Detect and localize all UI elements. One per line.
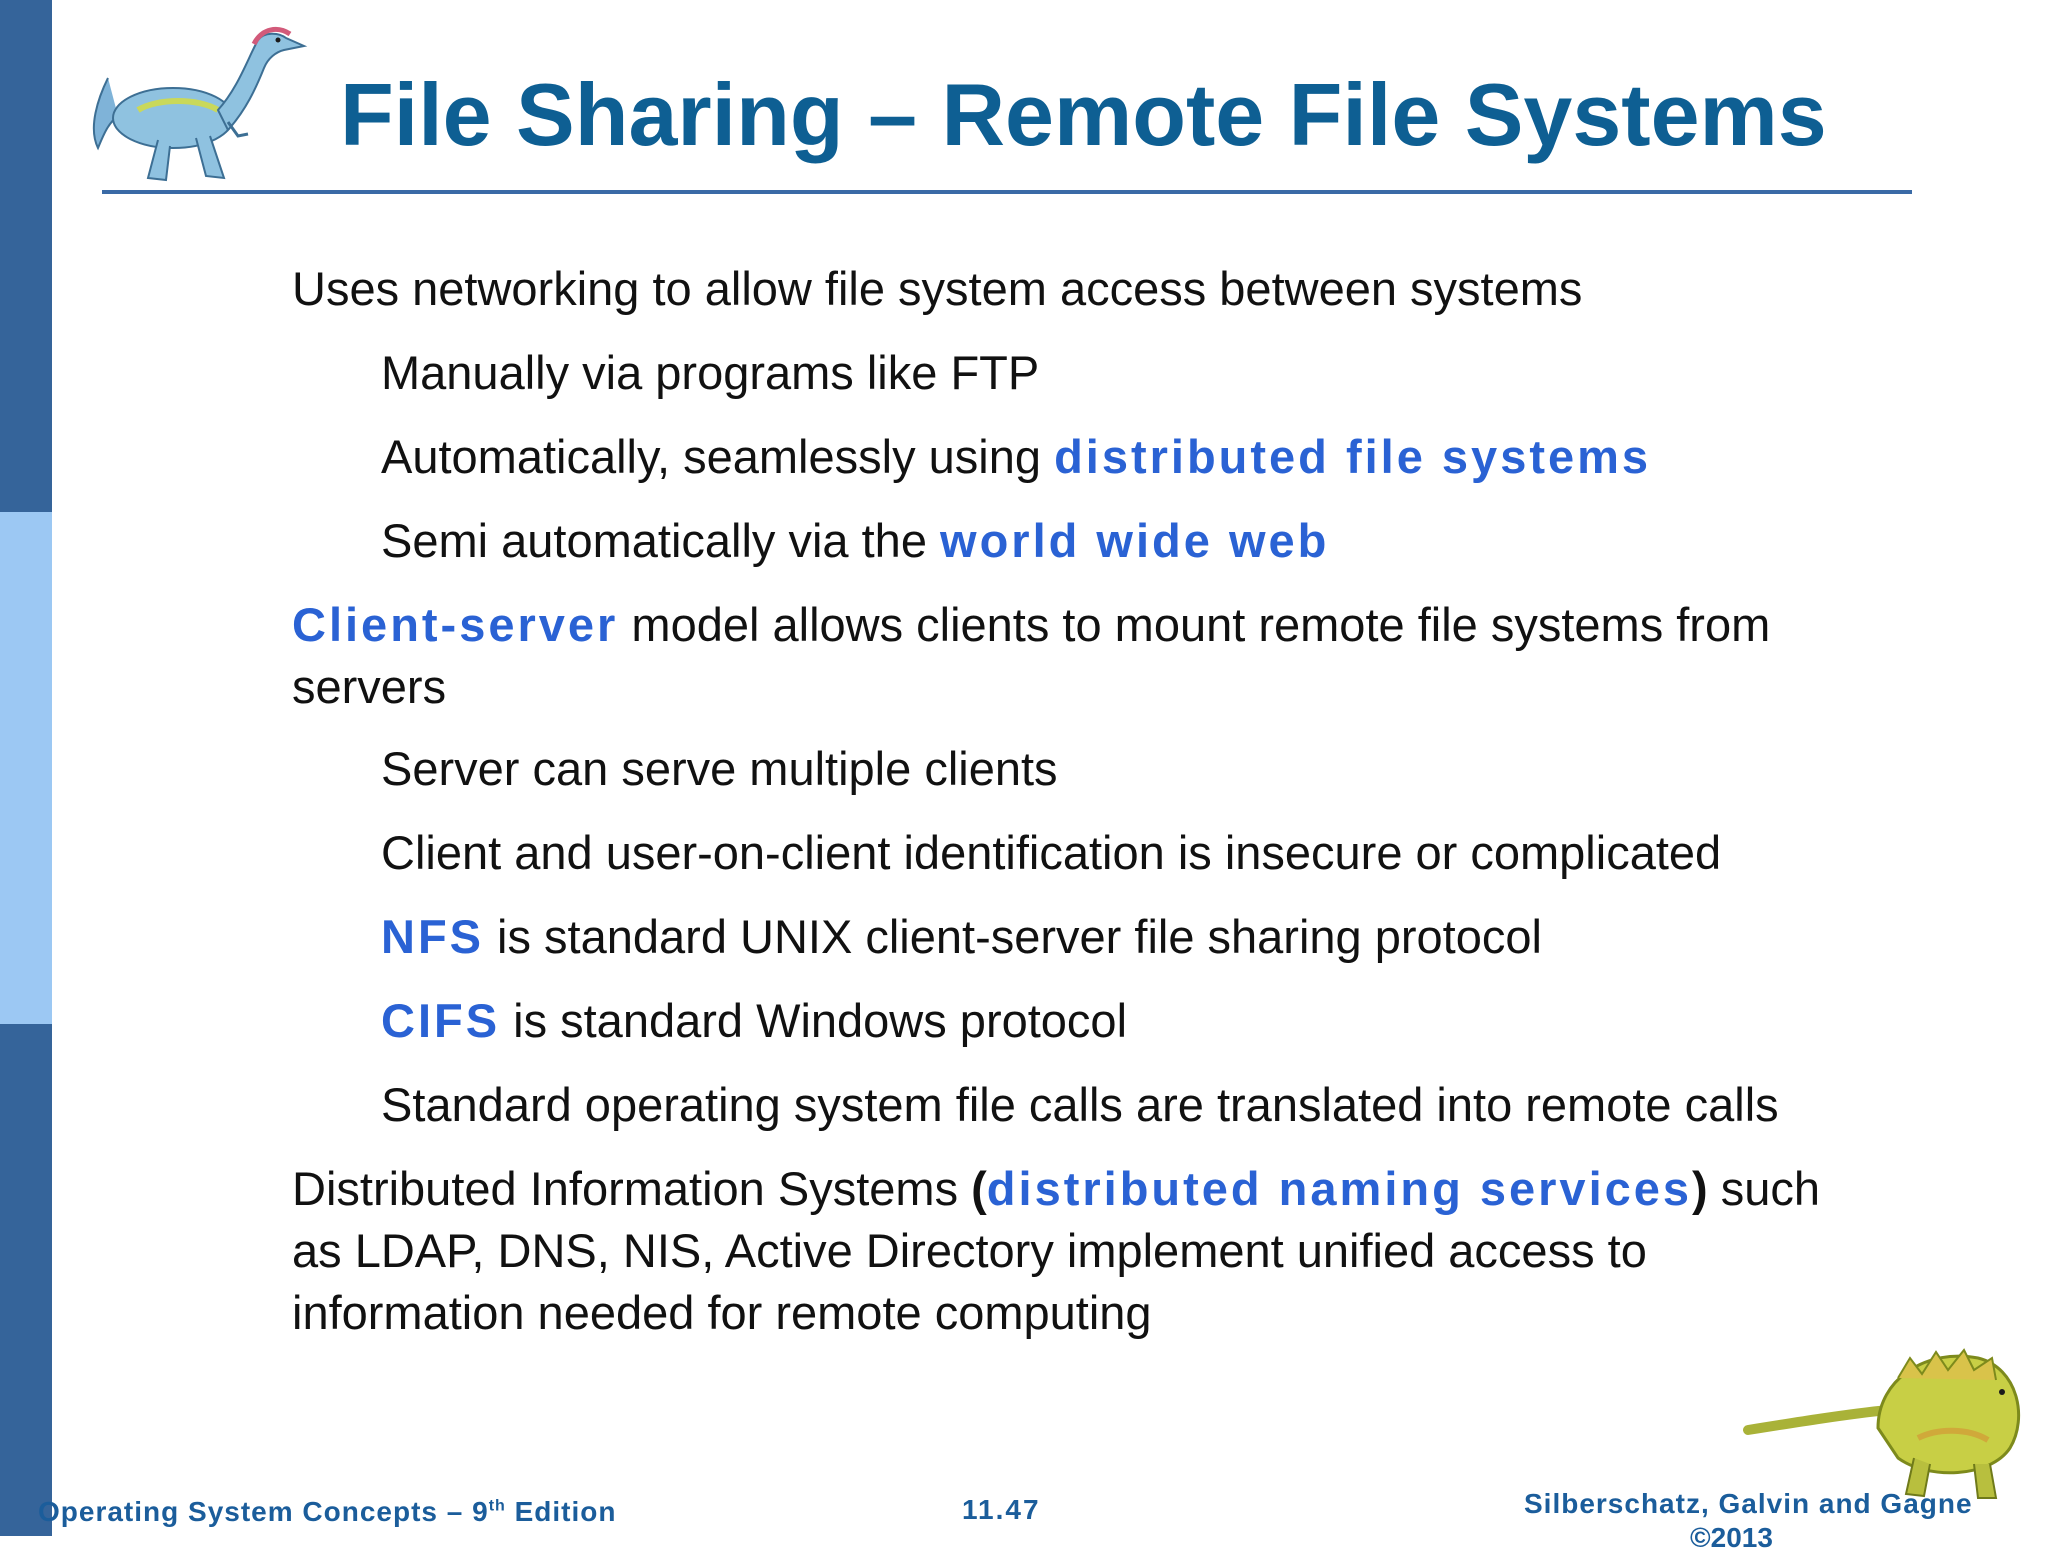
highlighted-term: distributed naming services	[986, 1162, 1693, 1215]
bullet-text: Distributed Information Systems	[292, 1162, 972, 1215]
bullet-text: Client and user-on-client identification…	[381, 826, 1722, 879]
bullet-text: Automatically, seamlessly using	[381, 430, 1055, 483]
bullet-text: Semi automatically via the	[381, 514, 941, 567]
sub-bullet-item: NFS is standard UNIX client-server file …	[381, 906, 1542, 968]
footer-copyright: ©2013	[1690, 1522, 1773, 1553]
bullet-text: servers	[292, 660, 447, 713]
sub-bullet-item: Semi automatically via the world wide we…	[381, 510, 1329, 572]
footer-course: Operating System Concepts – 9th Edition	[38, 1496, 617, 1527]
bullet-item: information needed for remote computing	[292, 1282, 1152, 1344]
bullet-text: is standard Windows protocol	[500, 994, 1128, 1047]
bullet-text: Uses networking to allow file system acc…	[292, 262, 1583, 315]
bullet-text: is standard UNIX client-server file shar…	[484, 910, 1542, 963]
bullet-text: as LDAP, DNS, NIS, Active Directory impl…	[292, 1224, 1647, 1277]
bullet-item: servers	[292, 656, 446, 718]
sub-bullet-item: Manually via programs like FTP	[381, 342, 1039, 404]
highlighted-term: NFS	[381, 910, 484, 963]
highlighted-term: CIFS	[381, 994, 501, 1047]
bullet-text: Manually via programs like FTP	[381, 346, 1040, 399]
title-underline	[102, 190, 1912, 194]
bullet-text: Standard operating system file calls are…	[381, 1078, 1779, 1131]
bullet-text: information needed for remote computing	[292, 1286, 1152, 1339]
sub-bullet-item: Standard operating system file calls are…	[381, 1074, 1779, 1136]
bullet-text: such	[1707, 1162, 1821, 1215]
bullet-text: (	[971, 1162, 987, 1215]
left-bar-bottom	[0, 1024, 52, 1536]
bullet-item: Uses networking to allow file system acc…	[292, 258, 1582, 320]
dinosaur-top-icon	[92, 26, 308, 182]
highlighted-term: distributed file systems	[1054, 430, 1652, 483]
footer-page-number: 11.47	[962, 1494, 1041, 1525]
bullet-text: Server can serve multiple clients	[381, 742, 1058, 795]
sub-bullet-item: Server can serve multiple clients	[381, 738, 1058, 800]
sub-bullet-item: Client and user-on-client identification…	[381, 822, 1721, 884]
sub-bullet-item: Automatically, seamlessly using distribu…	[381, 426, 1651, 488]
highlighted-term: world wide web	[940, 514, 1330, 567]
bullet-text: model allows clients to mount remote fil…	[618, 598, 1771, 651]
bullet-item: as LDAP, DNS, NIS, Active Directory impl…	[292, 1220, 1647, 1282]
footer-authors: Silberschatz, Galvin and Gagne	[1524, 1488, 1973, 1519]
sub-bullet-item: CIFS is standard Windows protocol	[381, 990, 1127, 1052]
left-bar-middle	[0, 512, 52, 1024]
slide-title: File Sharing – Remote File Systems	[340, 65, 1827, 164]
bullet-item: Client-server model allows clients to mo…	[292, 594, 1770, 656]
highlighted-term: Client-server	[292, 598, 619, 651]
dinosaur-bottom-icon	[1743, 1348, 2021, 1499]
left-bar-top	[0, 0, 52, 512]
bullet-text: )	[1692, 1162, 1708, 1215]
bullet-item: Distributed Information Systems (distrib…	[292, 1158, 1820, 1220]
